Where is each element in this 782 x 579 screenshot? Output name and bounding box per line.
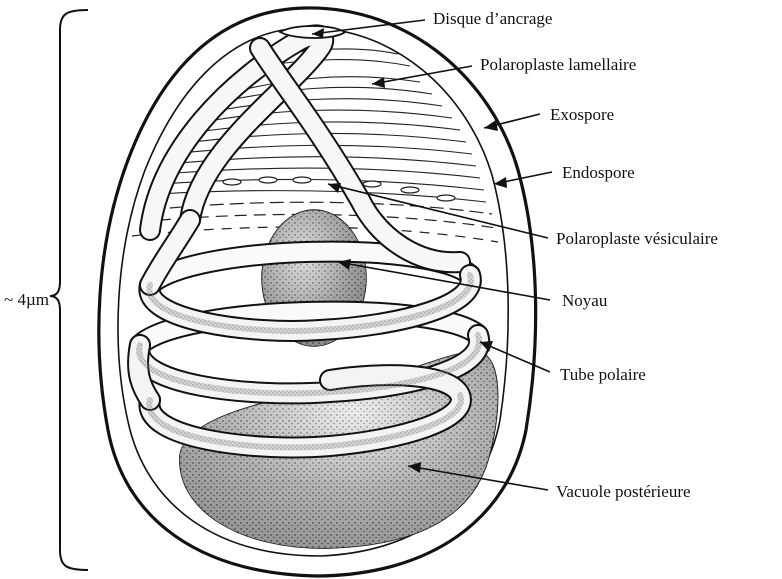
anchoring-disk (280, 26, 345, 38)
label-polar-tube: Tube polaire (560, 365, 646, 384)
label-lamellar-polaroplast: Polaroplaste lamellaire (480, 55, 636, 74)
size-bracket (50, 10, 88, 570)
size-label: ~ 4µm (4, 290, 49, 309)
label-endospore: Endospore (562, 163, 635, 182)
label-posterior-vacuole: Vacuole postérieure (556, 482, 691, 501)
label-nucleus: Noyau (562, 291, 608, 310)
label-vesicular-polaroplast: Polaroplaste vésiculaire (556, 229, 718, 248)
label-anchoring-disk: Disque d’ancrage (433, 9, 552, 28)
polar-tube (138, 35, 479, 447)
label-exospore: Exospore (550, 105, 614, 124)
